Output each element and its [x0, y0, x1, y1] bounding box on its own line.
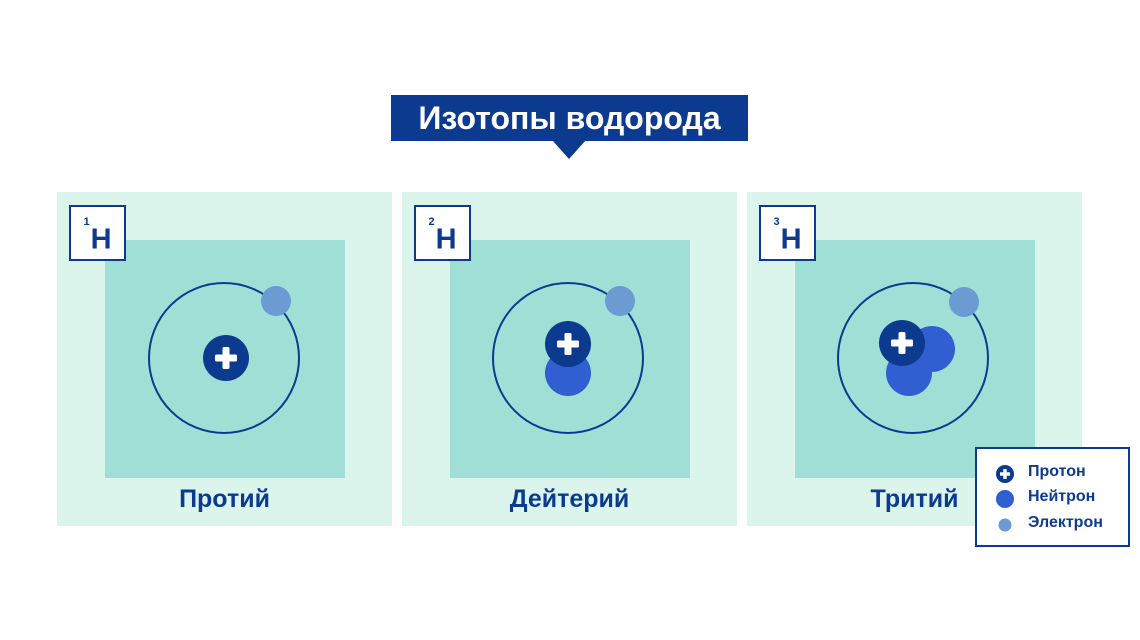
filled-circle-icon	[996, 490, 1014, 508]
electron-orbit	[492, 282, 644, 434]
electron-orbit	[837, 282, 989, 434]
legend-label: Протон	[1028, 463, 1086, 480]
isotope-card-deuterium: 2H Дейтерий	[402, 192, 737, 526]
isotope-name: Тритий	[870, 485, 959, 513]
plus-in-circle-icon	[996, 465, 1014, 483]
legend: Протон Нейтрон Электрон	[975, 447, 1130, 547]
element-symbol-box: 3H	[759, 205, 816, 261]
isotope-name: Дейтерий	[509, 485, 630, 513]
small-filled-circle-icon	[998, 518, 1012, 532]
legend-label: Электрон	[1028, 514, 1103, 531]
proton	[879, 320, 925, 366]
plus-icon	[898, 332, 906, 354]
element-symbol: H	[90, 223, 112, 256]
mass-number: 2	[428, 216, 435, 228]
mass-number: 3	[773, 216, 780, 228]
diagram-title: Изотопы водорода	[391, 95, 748, 141]
isotope-card-protium: 1H Протий	[57, 192, 392, 526]
atom-model	[837, 282, 989, 434]
legend-item-electron: Электрон	[977, 513, 1128, 535]
electron	[605, 286, 635, 316]
legend-item-proton: Протон	[977, 462, 1128, 484]
electron	[261, 286, 291, 316]
title-pointer	[552, 140, 586, 159]
element-symbol: H	[435, 223, 457, 256]
atom-model	[148, 282, 300, 434]
element-symbol: H	[780, 223, 802, 256]
element-symbol-box: 2H	[414, 205, 471, 261]
electron-orbit	[148, 282, 300, 434]
electron	[949, 287, 979, 317]
legend-item-neutron: Нейтрон	[977, 487, 1128, 509]
proton	[545, 321, 591, 367]
element-symbol-box: 1H	[69, 205, 126, 261]
legend-label: Нейтрон	[1028, 488, 1096, 505]
proton	[203, 335, 249, 381]
mass-number: 1	[83, 216, 90, 228]
isotope-name: Протий	[179, 485, 270, 513]
plus-icon	[222, 347, 230, 369]
plus-icon	[564, 333, 572, 355]
atom-model	[492, 282, 644, 434]
